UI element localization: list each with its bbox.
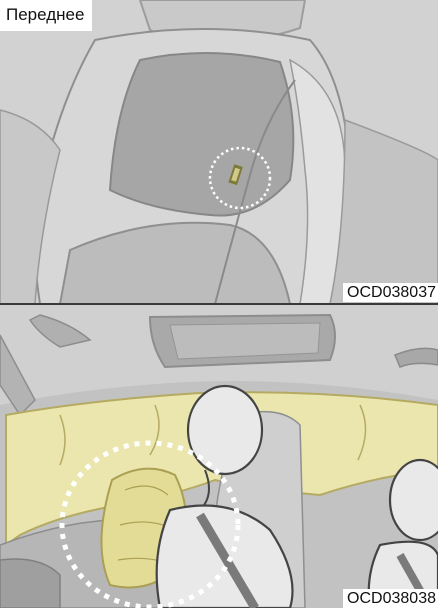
curtain-airbag-figure: OCD038038 bbox=[0, 305, 438, 608]
figure-caption: Переднее bbox=[0, 0, 92, 31]
figure-code-bottom: OCD038038 bbox=[343, 589, 438, 608]
seat-illustration bbox=[0, 0, 438, 304]
figure-code-top: OCD038037 bbox=[343, 283, 438, 302]
cabin-illustration bbox=[0, 305, 438, 608]
mannequin-head bbox=[188, 386, 262, 474]
seat-side-airbag-figure: Переднее OCD038037 bbox=[0, 0, 438, 304]
